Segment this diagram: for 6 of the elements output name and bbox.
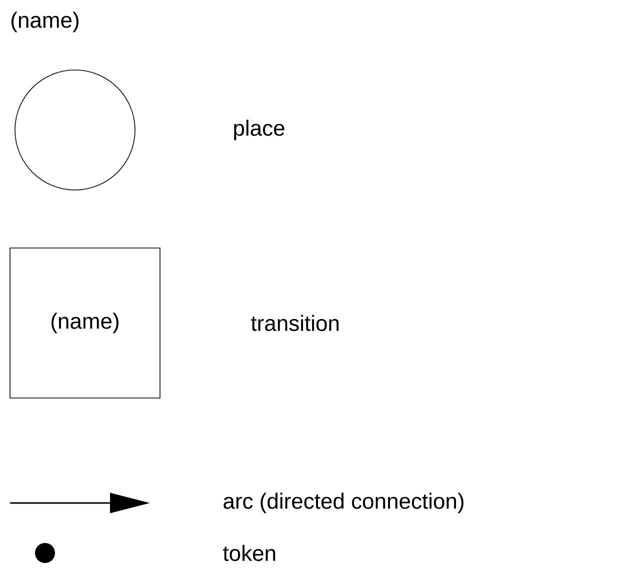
- legend-text: token: [223, 544, 276, 562]
- description: place: [234, 120, 284, 140]
- legend-text: arc (directed connection): [224, 492, 464, 514]
- transition-box: (name): [10, 248, 160, 398]
- description: transition: [251, 314, 339, 332]
- place-name: (name): [12, 12, 78, 32]
